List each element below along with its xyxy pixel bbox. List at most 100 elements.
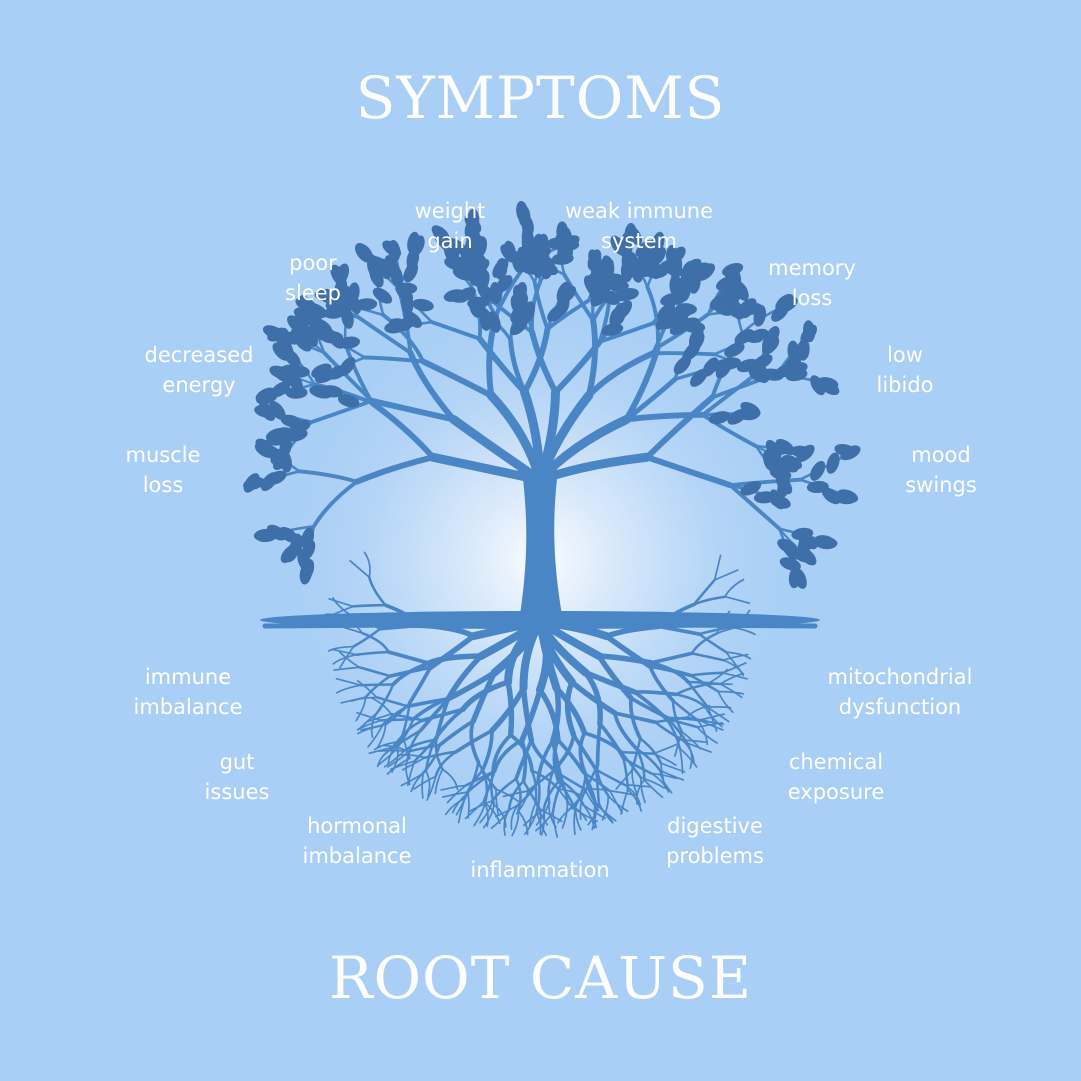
root <box>495 788 519 803</box>
leaf <box>775 438 795 456</box>
root <box>406 760 416 787</box>
root-cause-heading: ROOT CAUSE <box>328 944 753 1012</box>
root <box>717 690 734 714</box>
leaf <box>787 340 800 363</box>
root <box>390 760 416 771</box>
root <box>434 750 458 778</box>
root <box>434 736 444 771</box>
leaf <box>256 529 279 543</box>
root <box>357 665 392 678</box>
leaf <box>330 264 345 286</box>
root <box>335 677 362 687</box>
root <box>597 721 626 760</box>
root <box>426 775 437 801</box>
root <box>690 652 725 662</box>
leaf <box>372 287 393 304</box>
leaf <box>243 477 265 490</box>
root <box>401 733 411 760</box>
root <box>377 746 399 766</box>
root <box>681 739 695 764</box>
leaf <box>836 489 859 503</box>
root <box>491 733 513 775</box>
leaf <box>612 288 635 302</box>
branch <box>644 394 716 461</box>
leaf <box>711 359 734 373</box>
leaf <box>269 401 286 420</box>
root <box>557 788 575 810</box>
root <box>388 665 433 678</box>
leaf <box>752 354 773 370</box>
root <box>707 706 718 732</box>
root <box>434 696 451 740</box>
root <box>692 578 716 606</box>
root <box>631 768 639 796</box>
root <box>650 772 670 793</box>
leaf <box>821 487 841 505</box>
root <box>495 788 500 816</box>
root <box>650 772 677 780</box>
root <box>401 701 411 736</box>
root <box>550 685 562 744</box>
root <box>425 770 431 797</box>
root <box>469 719 481 765</box>
root <box>556 738 586 775</box>
leaf <box>296 307 319 320</box>
leaf <box>671 306 693 320</box>
root <box>356 679 378 699</box>
root <box>366 713 392 723</box>
root <box>384 701 411 726</box>
root <box>361 631 390 654</box>
root <box>332 653 358 665</box>
root <box>376 723 387 750</box>
root <box>392 728 423 749</box>
leaf <box>800 324 818 344</box>
branch <box>585 317 599 399</box>
root <box>593 801 598 829</box>
leaf <box>785 368 808 382</box>
leaf <box>269 365 291 380</box>
root <box>535 778 541 814</box>
root <box>686 680 710 709</box>
leaf <box>411 298 434 312</box>
root <box>584 788 611 792</box>
leaf <box>311 386 334 399</box>
root <box>613 711 639 751</box>
root <box>364 674 392 699</box>
root <box>635 778 646 805</box>
leaf <box>256 391 278 405</box>
root <box>351 603 387 608</box>
leaf <box>651 231 665 254</box>
root <box>547 769 555 805</box>
root <box>357 711 379 731</box>
root <box>615 768 634 790</box>
root <box>686 742 712 753</box>
leaf <box>410 235 425 257</box>
root <box>514 738 534 781</box>
root <box>375 696 409 708</box>
branch <box>362 355 426 364</box>
leaf <box>708 411 731 425</box>
root <box>413 736 439 763</box>
leaf <box>790 445 813 458</box>
root <box>654 720 684 742</box>
leaf <box>765 439 782 460</box>
leaf <box>538 259 559 276</box>
root <box>396 718 415 749</box>
leaf <box>556 221 569 244</box>
leaf <box>777 538 798 554</box>
leaf <box>314 368 336 384</box>
root <box>339 645 355 669</box>
root <box>721 671 748 680</box>
leaf <box>702 357 719 377</box>
leaf <box>556 281 571 303</box>
root <box>689 671 724 677</box>
root <box>502 790 529 798</box>
root <box>623 784 642 806</box>
leaf <box>325 295 347 309</box>
leaf <box>395 284 414 303</box>
branch <box>311 479 359 529</box>
root <box>367 724 383 748</box>
